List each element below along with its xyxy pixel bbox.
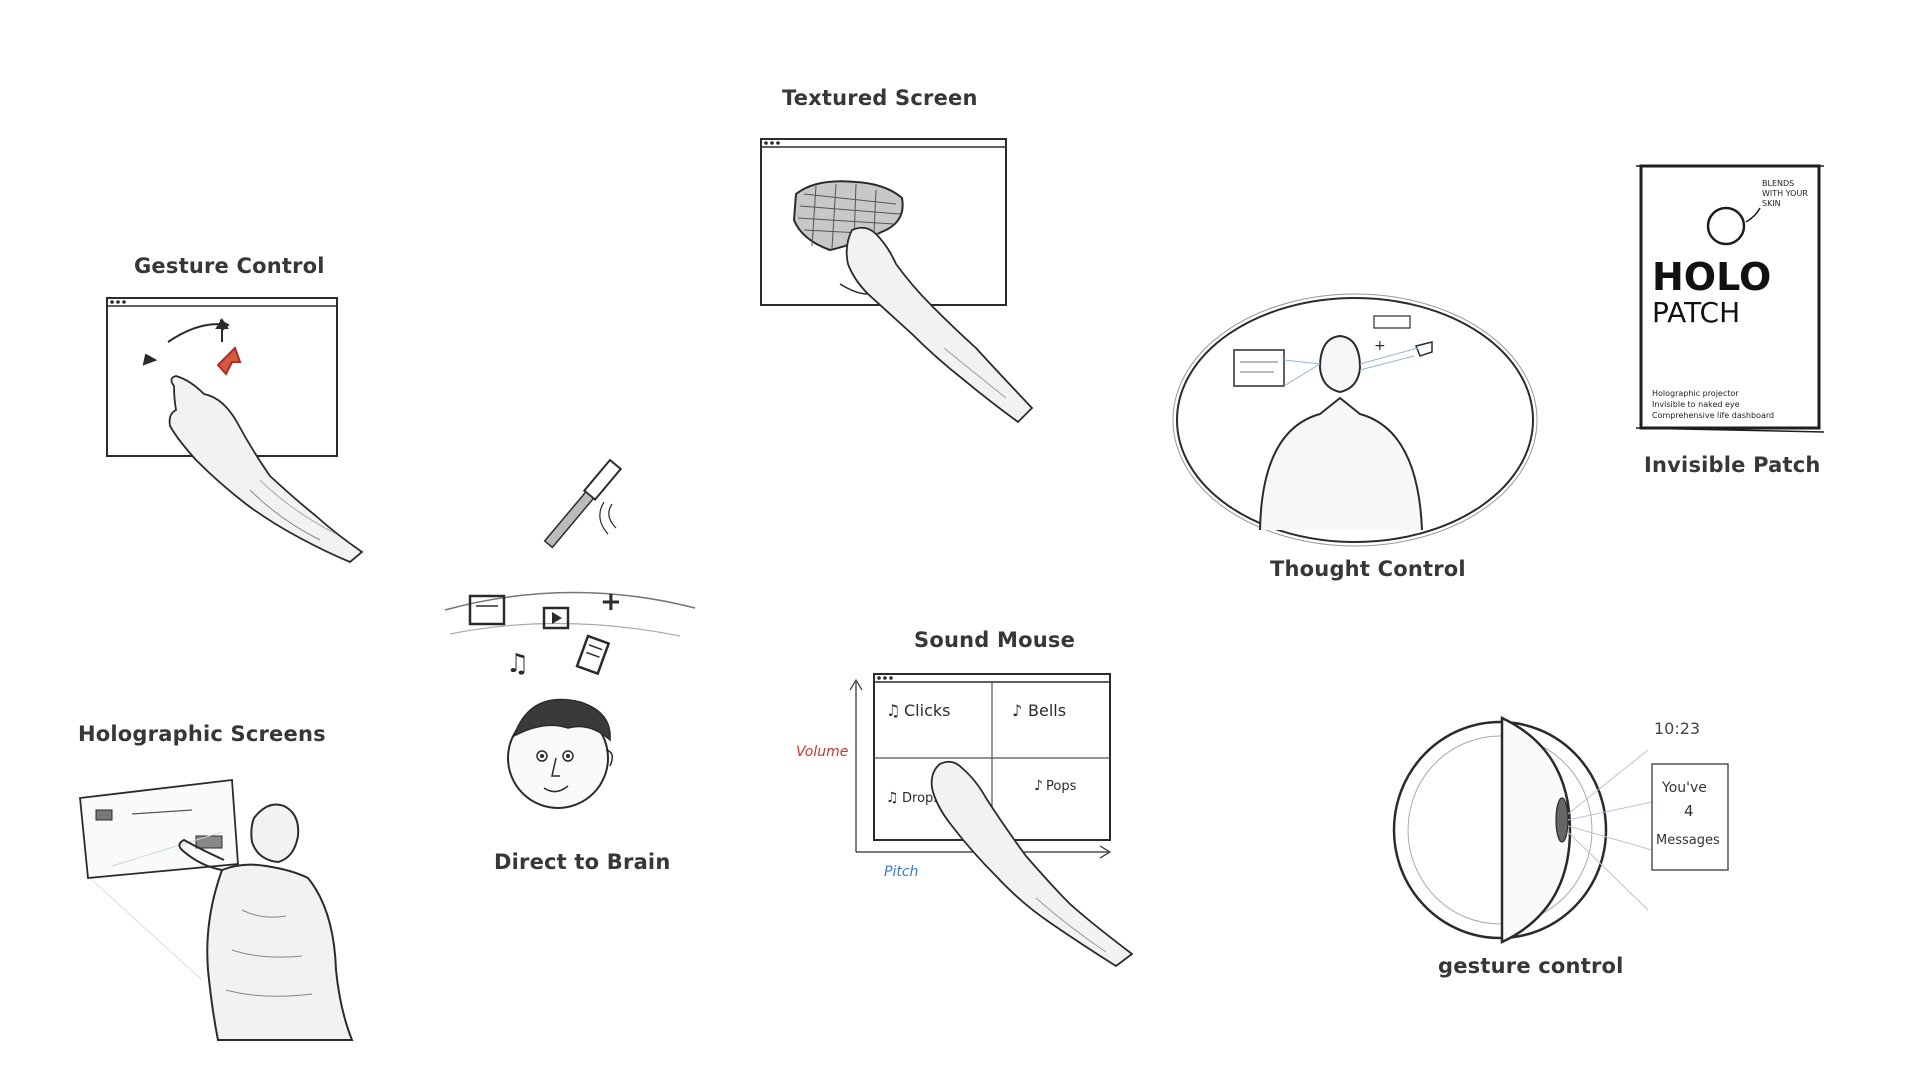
head bbox=[250, 803, 300, 864]
callout-line2: WITH YOUR bbox=[1762, 189, 1808, 198]
watch-time: 10:23 bbox=[1654, 719, 1700, 738]
gesture-control-watch-title: gesture control bbox=[1438, 954, 1624, 978]
cell-clicks: Clicks bbox=[904, 701, 950, 720]
brand-holo: HOLO bbox=[1652, 255, 1771, 299]
body bbox=[206, 863, 354, 1041]
textured-screen-sketch bbox=[756, 134, 1056, 454]
music-note-icon: ♫ bbox=[506, 649, 529, 679]
note-line3: Comprehensive life dashboard bbox=[1652, 411, 1774, 420]
invisible-patch-title: Invisible Patch bbox=[1644, 453, 1821, 477]
sound-mouse-sketch: Volume Pitch ♫ Clicks ♪ Bells ♫ Drops ♪ … bbox=[790, 666, 1150, 986]
device-icon bbox=[543, 458, 623, 549]
notification-card bbox=[1651, 763, 1729, 871]
svg-text:♫: ♫ bbox=[886, 790, 899, 806]
play-icon bbox=[542, 606, 570, 630]
watch-face bbox=[1500, 716, 1572, 944]
head bbox=[1318, 334, 1362, 394]
note-line1: Holographic projector bbox=[1652, 389, 1739, 398]
y-axis-label: Volume bbox=[796, 744, 848, 760]
hand-drawing bbox=[930, 760, 1134, 968]
gesture-control-watch-sketch: 10:23 You've 4 Messages bbox=[1390, 710, 1750, 950]
thought-control-sketch: + bbox=[1170, 290, 1540, 550]
cell-drops: Drops bbox=[902, 791, 940, 806]
hand-drawing bbox=[845, 226, 1034, 424]
svg-text:♫: ♫ bbox=[886, 701, 900, 720]
cell-bells: Bells bbox=[1028, 701, 1066, 720]
arm bbox=[178, 838, 225, 871]
textured-screen-title: Textured Screen bbox=[782, 86, 978, 110]
notification-line2: 4 bbox=[1684, 802, 1694, 820]
svg-text:♪: ♪ bbox=[1034, 778, 1043, 794]
hair bbox=[512, 698, 611, 742]
brand-patch: PATCH bbox=[1652, 296, 1740, 329]
holographic-screens-title: Holographic Screens bbox=[78, 722, 326, 746]
callout-line3: SKIN bbox=[1762, 199, 1781, 208]
phone-icon bbox=[575, 634, 611, 676]
note-line2: Invisible to naked eye bbox=[1652, 400, 1740, 409]
thought-control-title: Thought Control bbox=[1270, 557, 1466, 581]
direct-to-brain-title: Direct to Brain bbox=[494, 850, 671, 874]
plus-icon: + bbox=[1374, 338, 1386, 354]
hand-drawing bbox=[168, 375, 364, 564]
x-axis-label: Pitch bbox=[884, 864, 918, 880]
arrow-icon bbox=[142, 318, 230, 366]
gesture-control-title: Gesture Control bbox=[134, 254, 325, 278]
sound-mouse-title: Sound Mouse bbox=[914, 628, 1076, 652]
watch-band bbox=[1392, 720, 1608, 940]
holo-screen bbox=[79, 778, 239, 879]
red-arrow-icon bbox=[216, 346, 242, 376]
svg-text:♪: ♪ bbox=[1012, 701, 1022, 720]
holographic-screens-sketch bbox=[72, 770, 392, 1050]
torso bbox=[1259, 396, 1423, 531]
notification-line1: You've bbox=[1661, 780, 1707, 796]
patch-circle bbox=[1706, 206, 1746, 246]
gesture-control-sketch bbox=[100, 290, 380, 590]
cell-pops: Pops bbox=[1046, 779, 1077, 794]
window-icon bbox=[468, 594, 506, 626]
notification-line3: Messages bbox=[1656, 833, 1720, 848]
holo-patch-card: BLENDS WITH YOUR SKIN HOLO PATCH Hologra… bbox=[1635, 160, 1826, 450]
callout-line1: BLENDS bbox=[1762, 179, 1794, 188]
direct-to-brain-sketch: + ♫ bbox=[440, 440, 710, 840]
plus-icon: + bbox=[600, 587, 622, 617]
